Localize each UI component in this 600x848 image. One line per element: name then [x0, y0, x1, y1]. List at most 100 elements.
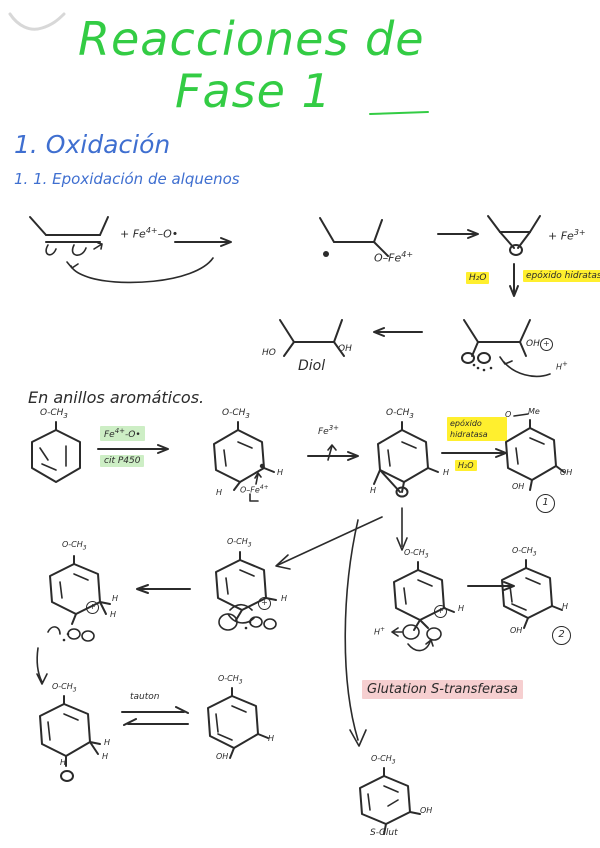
h-plus-text: H	[374, 627, 381, 637]
branch-arrow-left	[275, 516, 383, 570]
branch-arrow-down	[396, 507, 408, 551]
product2-h-label: H	[562, 602, 569, 611]
keto-carbonyl-o	[60, 770, 74, 782]
positive-charge-badge-3: +	[86, 601, 99, 614]
och3-sub-6: 3	[424, 552, 429, 560]
oxide-h-left-label: H	[370, 486, 377, 495]
product1-o-me-bond	[513, 413, 529, 417]
epoxide-hydratase-label-1: epóxido hidratasa	[523, 270, 600, 282]
cyp-reagent-bottom-label: cit P450	[100, 455, 145, 467]
epoxide-structure	[487, 215, 541, 256]
cation-mid-charge: +	[258, 590, 271, 610]
o-fe-charge-2: 4+	[259, 484, 269, 491]
proton-text: H	[556, 362, 563, 372]
reaction-arrow-3	[373, 327, 423, 337]
oxide-h-right-label: H	[443, 468, 450, 477]
och3-text-10: O-CH	[371, 754, 392, 763]
reaction-arrow-8	[467, 581, 515, 591]
cation-right-substituent-label: O-CH3	[404, 548, 429, 560]
anisole-substituent-label: O-CH3	[40, 408, 68, 420]
protonated-oh-label: OH+	[526, 338, 553, 351]
reagent-tail: –O•	[157, 227, 179, 241]
heading-oxidacion: 1. Oxidación	[14, 130, 171, 159]
glutathione-product-ring	[359, 767, 421, 835]
page-title-line2: Fase 1	[175, 64, 332, 118]
reagent-charge: 4+	[145, 226, 158, 235]
och3-sub-8: 3	[72, 686, 77, 694]
circled-two: 2	[552, 626, 571, 645]
product2-oh-label: OH	[510, 626, 523, 635]
reaction-arrow-5	[307, 444, 359, 461]
proton-sup: +	[562, 360, 568, 368]
water-label-2: H₂O	[455, 460, 477, 471]
cyp-reagent-top-label: Fe4+-O•	[100, 426, 145, 441]
keto-substituent-label: O-CH3	[52, 682, 77, 694]
fe3-text-2: Fe	[318, 427, 329, 437]
circled-one: 1	[536, 494, 555, 513]
diol-oh-label: OH	[338, 344, 352, 354]
enol-form-ring	[207, 687, 269, 759]
diol-structure	[279, 319, 345, 357]
h-plus-sup: +	[380, 626, 386, 633]
hydratase-arrow	[509, 263, 519, 297]
o-fe-text: O–Fe	[374, 251, 402, 265]
och3-sub-3: 3	[409, 411, 414, 420]
fe3-byproduct-label: + Fe3+	[548, 228, 586, 243]
glutathione-transferase-label: Glutation S-transferasa	[362, 680, 524, 699]
och3-sub-10: 3	[391, 758, 396, 766]
och3-sub-2: 3	[245, 411, 250, 420]
fe4-tail: -O•	[125, 430, 141, 440]
alkene-radical-intermediate	[319, 217, 389, 257]
glutathione-product-substituent-label: O-CH3	[371, 754, 396, 766]
product2-number-badge: 2	[552, 622, 571, 645]
product2-substituent-label: O-CH3	[512, 546, 537, 558]
epoxide-hydratase-label-2: epóxido hidratasa	[447, 417, 507, 441]
product1-oh-bottom-label: OH	[512, 482, 525, 491]
glutathione-oh-label: OH	[420, 806, 433, 815]
cation-left-ring	[49, 555, 111, 625]
diol-ho-label: HO	[262, 348, 276, 358]
fe4-text: Fe	[104, 430, 115, 440]
enol-oh-label: OH	[216, 752, 229, 761]
och3-text-6: O-CH	[404, 548, 425, 557]
radical-o-fe-label: O–Fe4+	[240, 484, 269, 495]
diol-name-label: Diol	[298, 358, 326, 374]
och3-sub-5: 3	[82, 544, 87, 552]
cation-left-charge: +	[86, 594, 99, 614]
title-underline	[369, 111, 429, 115]
tautomerization-label: tauton	[130, 692, 160, 702]
reaction-arrow-4	[97, 444, 169, 454]
och3-text-4: O-CH	[227, 537, 248, 546]
proton-label-2: H+	[374, 626, 385, 637]
och3-text-3: O-CH	[386, 408, 410, 418]
keto-h1-label: H	[104, 738, 111, 747]
equilibrium-arrows	[121, 706, 189, 726]
protonated-epoxide-structure	[461, 319, 531, 372]
cation-mid-hydride-circle	[218, 613, 277, 631]
fe3-label-aromatic: Fe3+	[318, 424, 339, 437]
s-glut-label: S-Glut	[370, 828, 398, 838]
och3-text-2: O-CH	[222, 408, 246, 418]
anisole-benzene-ring	[31, 421, 81, 483]
och3-text-8: O-CH	[52, 682, 73, 691]
cation-left-down-arrow	[36, 647, 48, 685]
arene-oxide-ring	[373, 421, 439, 498]
keto-h2-label: H	[102, 752, 109, 761]
product1-number-badge: 1	[536, 490, 555, 513]
radical-substituent-label: O-CH3	[222, 408, 250, 420]
o-fe-tail-mark	[249, 493, 259, 502]
cation-right-charge: +	[434, 598, 447, 618]
positive-charge-badge: +	[539, 338, 553, 351]
positive-charge-badge-2: +	[258, 597, 271, 610]
fe4-charge: 4+	[114, 427, 126, 435]
och3-sub-9: 3	[238, 678, 243, 686]
fe3-charge: 3+	[573, 228, 586, 237]
o-fe-charge: 4+	[401, 250, 414, 259]
proton-label-1: H+	[556, 360, 568, 372]
product1-me-label: Me	[528, 407, 540, 416]
water-label-1: H₂O	[466, 272, 490, 284]
keto-form-ring	[39, 695, 101, 767]
keto-h-ring-label: H	[60, 758, 67, 767]
proton-transfer-arrow	[391, 624, 442, 652]
